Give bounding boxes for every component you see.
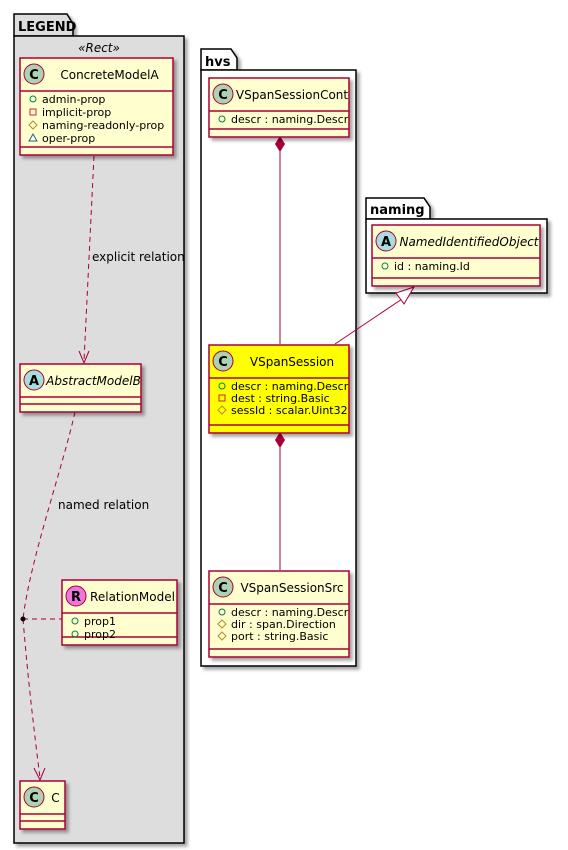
- class-attribute: implicit-prop: [42, 106, 111, 119]
- public-visibility-icon: [29, 95, 37, 103]
- explicit-relation-line: [83, 155, 95, 362]
- class-type-badge-icon: A: [23, 369, 45, 391]
- inheritance-line: [334, 296, 406, 345]
- protected-visibility-icon: [217, 405, 227, 415]
- public-visibility-icon: [218, 115, 226, 123]
- public-visibility-icon: [381, 262, 389, 270]
- class-attribute: prop2: [84, 628, 116, 641]
- class-type-badge-icon: R: [65, 585, 87, 607]
- class-type-badge-icon: C: [212, 350, 234, 372]
- relation-markers: [20, 136, 416, 622]
- class-attribute: dest : string.Basic: [231, 392, 330, 405]
- class-attribute: descr : naming.Descr: [231, 113, 349, 126]
- public-visibility-icon: [218, 608, 226, 616]
- class-type-badge-icon: C: [212, 576, 234, 598]
- public-visibility-icon: [71, 617, 79, 625]
- relations: [22, 140, 406, 782]
- package-naming-name: naming: [370, 203, 425, 218]
- package-legend-stereotype: «Rect»: [78, 41, 120, 55]
- named-relation-line-upper: [22, 411, 76, 620]
- class-type-badge-icon: C: [212, 83, 234, 105]
- class-name: VSpanSessionCont: [236, 88, 349, 102]
- named-relation-arrowhead: [33, 767, 46, 782]
- class-type-badge-letter: C: [29, 791, 39, 806]
- class-type-badge-icon: A: [375, 230, 397, 252]
- explicit-relation-label: explicit relation: [92, 250, 185, 264]
- public-visibility-icon: [71, 630, 79, 638]
- class-box: [19, 57, 174, 156]
- class-attribute: descr : naming.Descr: [231, 606, 349, 619]
- class-type-badge-icon: C: [23, 63, 45, 85]
- class-name: VSpanSessionSrc: [240, 581, 343, 595]
- composition-diamond-session: [275, 432, 285, 448]
- named-relation-label: named relation: [58, 498, 149, 512]
- named-relation-line-lower: [22, 618, 41, 779]
- class-type-badge-letter: C: [218, 88, 228, 103]
- class-named-identified-object: A NamedIdentifiedObject id : naming.Id: [371, 224, 541, 287]
- class-type-badge-letter: A: [29, 374, 39, 389]
- private-visibility-icon: [218, 394, 226, 402]
- class-type-badge-letter: R: [71, 590, 81, 605]
- class-attribute: port : string.Basic: [231, 630, 328, 643]
- class-attribute: descr : naming.Descr: [231, 380, 349, 393]
- class-name: ConcreteModelA: [60, 68, 159, 82]
- class-box: [19, 780, 66, 830]
- package-legend-body: [13, 35, 185, 844]
- class-concrete-model-a: C ConcreteModelA admin-propimplicit-propna…: [19, 57, 174, 156]
- class-type-badge-letter: A: [381, 235, 391, 250]
- class-name: C: [51, 791, 59, 805]
- explicit-relation-arrowhead: [78, 350, 90, 365]
- package-hvs-name: hvs: [205, 55, 231, 70]
- class-attribute: id : naming.Id: [394, 260, 470, 273]
- class-attribute: naming-readonly-prop: [42, 119, 164, 132]
- class-name: VSpanSession: [250, 355, 334, 369]
- class-name: NamedIdentifiedObject: [399, 235, 539, 249]
- class-name: RelationModel: [90, 590, 175, 604]
- class-name: AbstractModelB: [45, 374, 141, 388]
- named-relation-junction: [20, 616, 26, 622]
- composition-diamond-cont: [275, 136, 285, 152]
- class-vspan-session-src: C VSpanSessionSrc descr : naming.Descrdir …: [208, 570, 350, 658]
- public-visibility-icon: [218, 382, 226, 390]
- class-attribute: admin-prop: [42, 93, 105, 106]
- class-box: [371, 224, 541, 287]
- package-legend-name: LEGEND: [18, 20, 77, 35]
- package-visibility-icon: [28, 132, 38, 142]
- class-vspan-session-cont: C VSpanSessionCont descr : naming.Descr: [208, 77, 350, 138]
- class-attribute: prop1: [84, 615, 116, 628]
- class-type-badge-icon: C: [23, 786, 45, 808]
- class-type-badge-letter: C: [29, 68, 39, 83]
- inheritance-triangle: [395, 286, 416, 305]
- class-type-badge-letter: C: [218, 581, 228, 596]
- protected-visibility-icon: [217, 631, 227, 641]
- class-attribute: oper-prop: [42, 132, 95, 145]
- package-legend: LEGEND «Rect»: [13, 13, 185, 844]
- class-box: [208, 77, 350, 138]
- class-attribute: dir : span.Direction: [231, 618, 336, 631]
- protected-visibility-icon: [217, 619, 227, 629]
- private-visibility-icon: [29, 108, 37, 116]
- class-attribute: sessId : scalar.Uint32: [231, 404, 348, 417]
- class-abstract-model-b: A AbstractModelB: [19, 363, 142, 413]
- protected-visibility-icon: [28, 120, 38, 130]
- class-type-badge-letter: C: [218, 355, 228, 370]
